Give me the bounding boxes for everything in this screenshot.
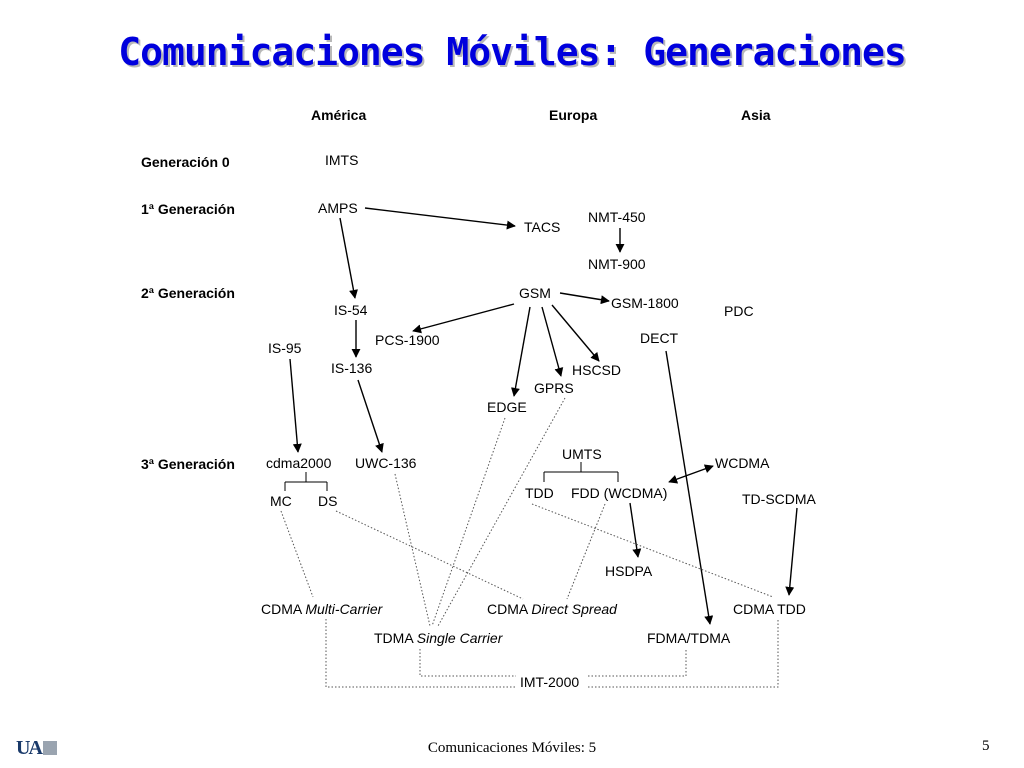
node-ds: DS	[318, 493, 338, 509]
node-wcdma: WCDMA	[715, 455, 770, 471]
node-imt2000: IMT-2000	[520, 674, 580, 690]
arrow-gsm-gprs	[541, 306, 564, 377]
row-label-gen0: Generación 0	[141, 154, 230, 170]
node-tdma-single-carrier: TDMA Single Carrier	[374, 630, 502, 646]
node-pcs1900: PCS-1900	[375, 332, 440, 348]
tdma-sc-suffix: Single Carrier	[416, 630, 503, 646]
header-europa: Europa	[549, 107, 598, 123]
arrow-amps-tacs	[364, 207, 516, 230]
header-asia: Asia	[741, 107, 771, 123]
row-label-gen1: 1ª Generación	[141, 201, 235, 217]
node-cdma-tdd: CDMA TDD	[733, 601, 806, 617]
node-is136: IS-136	[331, 360, 373, 376]
ua-logo: UA	[16, 737, 57, 759]
arrow-is95-cdma2000	[289, 358, 302, 453]
logo-mark	[42, 741, 57, 755]
arrow-tdscdma-cdmatdd	[785, 507, 798, 596]
node-gprs: GPRS	[534, 380, 574, 396]
node-cdma2000: cdma2000	[266, 455, 332, 471]
node-fdma-tdma: FDMA/TDMA	[647, 630, 731, 646]
node-tacs: TACS	[524, 219, 561, 235]
node-nmt900: NMT-900	[588, 256, 646, 272]
node-gsm1800: GSM-1800	[611, 295, 679, 311]
node-pdc: PDC	[724, 303, 754, 319]
cdma-ds-suffix: Direct Spread	[531, 601, 617, 617]
umts-bracket	[543, 462, 619, 482]
arrow-gsm-pcs1900	[412, 303, 515, 334]
imt2000-links	[325, 619, 779, 688]
node-cdma-direct-spread: CDMA Direct Spread	[487, 601, 617, 617]
node-amps: AMPS	[318, 200, 358, 216]
node-umts: UMTS	[562, 446, 602, 462]
header-america: América	[311, 107, 367, 123]
cdma-mc-suffix: Multi-Carrier	[305, 601, 383, 617]
arrow-fdd-wcdma	[668, 464, 714, 484]
node-edge: EDGE	[487, 399, 527, 415]
arrow-fdd-hsdpa	[629, 502, 642, 558]
node-hscsd: HSCSD	[572, 362, 622, 378]
node-is95: IS-95	[268, 340, 302, 356]
arrow-gsm-edge	[511, 306, 531, 397]
node-tdscdma: TD-SCDMA	[742, 491, 816, 507]
evolution-arrows	[289, 207, 798, 625]
tdma-sc-prefix: TDMA	[374, 630, 417, 646]
arrow-gsm-gsm1800	[559, 292, 610, 305]
node-fdd: FDD (WCDMA)	[571, 485, 668, 501]
cdma2000-bracket	[284, 472, 328, 491]
node-mc: MC	[270, 493, 292, 509]
bracket-lines	[284, 462, 619, 491]
node-cdma-multi-carrier: CDMA Multi-Carrier	[261, 601, 382, 617]
node-dect: DECT	[640, 330, 679, 346]
arrow-amps-is54	[339, 217, 358, 299]
row-label-gen2: 2ª Generación	[141, 285, 235, 301]
cdma-ds-prefix: CDMA	[487, 601, 532, 617]
dotted-links	[280, 397, 779, 688]
node-is54: IS-54	[334, 302, 368, 318]
row-label-gen3: 3ª Generación	[141, 456, 235, 472]
arrow-dect-fdmatdma	[665, 350, 714, 625]
slide-title: Comunicaciones Móviles: Generaciones	[118, 30, 907, 74]
page-number: 5	[982, 738, 990, 754]
arrow-gsm-hscsd	[551, 304, 600, 362]
node-tdd: TDD	[525, 485, 554, 501]
arrow-is136-uwc136	[357, 379, 384, 453]
logo-text: UA	[16, 737, 43, 759]
footer-text: Comunicaciones Móviles: 5	[427, 740, 597, 756]
node-nmt450: NMT-450	[588, 209, 646, 225]
node-hsdpa: HSDPA	[605, 563, 653, 579]
node-imts: IMTS	[325, 152, 359, 168]
node-gsm: GSM	[519, 285, 551, 301]
cdma-mc-prefix: CDMA	[261, 601, 306, 617]
node-uwc136: UWC-136	[355, 455, 417, 471]
